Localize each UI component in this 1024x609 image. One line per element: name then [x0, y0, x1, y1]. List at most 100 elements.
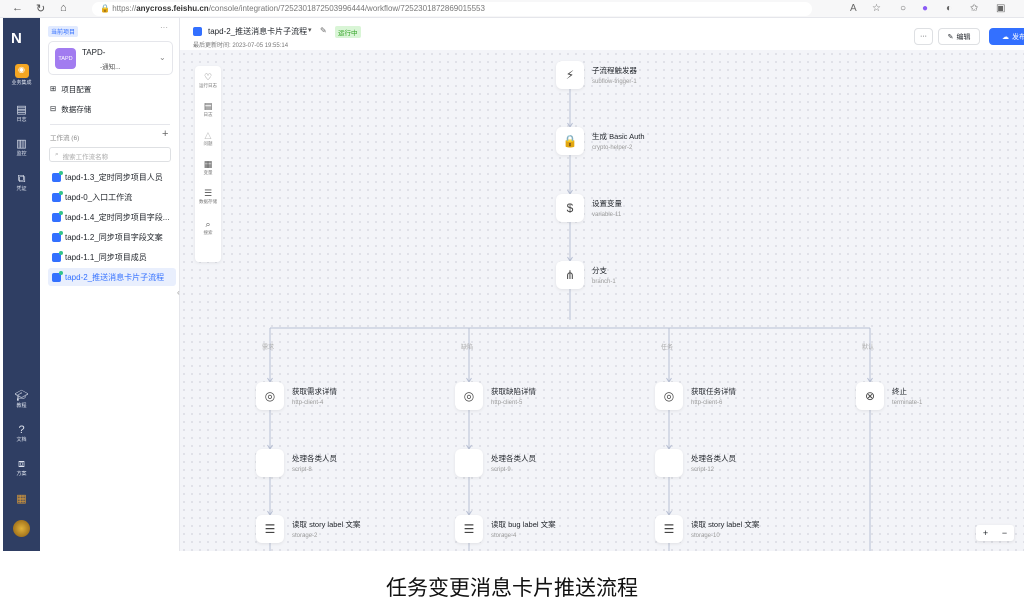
- log-icon: ▤: [203, 101, 213, 111]
- search-icon: ⌕: [205, 219, 211, 229]
- node-id: http-client-4: [292, 400, 324, 406]
- collections-icon[interactable]: ▣: [996, 3, 1006, 14]
- rail-item-monitor[interactable]: ▥监控: [3, 138, 40, 157]
- extension-icon[interactable]: ○: [900, 3, 907, 14]
- shield-icon: ♡: [203, 72, 213, 82]
- project-name: TAPD-: [82, 48, 106, 57]
- globe-icon: ◎: [455, 382, 483, 410]
- url-domain: anycross.feishu.cn: [136, 4, 209, 13]
- node-title: 读取 story label 文案: [292, 520, 361, 529]
- tool-label: 运行日志: [199, 83, 217, 88]
- home-icon[interactable]: ⌂: [60, 2, 67, 14]
- title-dropdown-icon[interactable]: ▾: [308, 27, 312, 34]
- browser-essentials-icon[interactable]: ◐: [946, 3, 953, 14]
- rail-item-log[interactable]: ▤日志: [3, 104, 40, 123]
- rail-item-credential[interactable]: ⧉凭证: [3, 173, 40, 192]
- zoom-out-button[interactable]: −: [1001, 528, 1008, 538]
- node-id: crypto-helper-2: [592, 145, 633, 151]
- database-icon: ☰: [655, 515, 683, 543]
- workflow-item[interactable]: tapd-1.2_同步项目字段文案: [48, 228, 176, 246]
- rail-label: 业务集成: [11, 80, 32, 86]
- solution-icon: ⧈: [18, 458, 25, 470]
- tool-search[interactable]: ⌕搜索: [195, 219, 221, 236]
- chart-icon: ▥: [16, 138, 27, 150]
- box-icon: ◉: [14, 64, 29, 78]
- workflow-item-active[interactable]: tapd-2_推送消息卡片子流程: [48, 268, 176, 286]
- workflow-icon: [52, 190, 63, 202]
- tool-run-log[interactable]: ♡运行日志: [195, 72, 221, 89]
- reload-icon[interactable]: ↻: [36, 3, 46, 15]
- node-id: variable-11: [592, 212, 622, 218]
- more-icon[interactable]: ···: [160, 23, 168, 32]
- add-workflow-button[interactable]: +: [162, 128, 169, 140]
- workflow-icon: [52, 250, 63, 262]
- storage-icon: ⊟: [50, 104, 57, 113]
- rail-label: 日志: [16, 117, 27, 123]
- favorite-icon[interactable]: ☆: [872, 3, 881, 14]
- workflow-item[interactable]: tapd-1.3_定时同步项目人员: [48, 168, 176, 186]
- workflow-title[interactable]: tapd-2_推送消息卡片子流程: [208, 27, 308, 36]
- code-icon: [256, 449, 284, 477]
- project-selector[interactable]: TAPD TAPD- -通知... ⌄: [48, 41, 173, 75]
- rail-item-docs[interactable]: ?文档: [3, 424, 40, 443]
- nav-rail: N ◉业务集成 ▤日志 ▥监控 ⧉凭证 🎓︎教程 ?文档 ⧈方案 ▦: [3, 18, 40, 551]
- tool-variables[interactable]: ▦变量: [195, 159, 221, 176]
- node-id: storage-2: [292, 533, 318, 539]
- copilot-icon[interactable]: ●: [922, 3, 929, 14]
- workflow-icon: [52, 230, 63, 242]
- lightning-icon: ⚡: [556, 61, 584, 89]
- tool-data-storage[interactable]: ☰数据存储: [195, 188, 221, 205]
- rail-item-solution[interactable]: ⧈方案: [3, 458, 40, 477]
- node-title: 获取缺陷详情: [491, 387, 536, 396]
- workflow-item[interactable]: tapd-1.4_定时同步项目字段...: [48, 208, 176, 226]
- project-panel: 当前项目 ··· TAPD TAPD- -通知... ⌄ ⊞项目配置 ⊟数据存储…: [40, 18, 180, 551]
- zoom-in-button[interactable]: +: [982, 528, 989, 538]
- workflow-item[interactable]: tapd-0_入口工作流: [48, 188, 176, 206]
- edit-button[interactable]: ✎编辑: [938, 28, 980, 45]
- collapse-panel-icon[interactable]: ‹: [177, 288, 180, 297]
- database-icon: ☰: [256, 515, 284, 543]
- menu-project-config[interactable]: ⊞项目配置: [50, 84, 91, 95]
- menu-data-storage[interactable]: ⊟数据存储: [50, 104, 91, 115]
- node-title: 读取 story label 文案: [691, 520, 760, 529]
- read-aloud-icon[interactable]: A: [850, 3, 857, 14]
- address-bar[interactable]: 🔒 https://anycross.feishu.cn/console/int…: [92, 2, 812, 16]
- workflow-header: tapd-2_推送消息卡片子流程 ▾ ✎ 运行中 最后更新时间: 2023-07…: [180, 18, 1024, 50]
- workflow-search-input[interactable]: ⌕搜索工作流名称: [49, 147, 171, 162]
- favorites-bar-icon[interactable]: ✩: [970, 3, 979, 14]
- edit-name-icon[interactable]: ✎: [320, 26, 327, 35]
- publish-button[interactable]: ☁发布: [989, 28, 1024, 45]
- tool-issues[interactable]: △问题: [195, 130, 221, 147]
- node-title: 终止: [892, 387, 907, 396]
- more-button[interactable]: ···: [914, 28, 933, 45]
- warning-icon: △: [204, 130, 212, 140]
- workflow-item[interactable]: tapd-1.1_同步项目成员: [48, 248, 176, 266]
- node-id: subflow-trigger-1: [592, 79, 637, 85]
- back-icon[interactable]: ←: [12, 2, 23, 14]
- apps-grid-icon[interactable]: ▦: [16, 493, 27, 505]
- rail-label: 监控: [16, 151, 27, 157]
- node-id: terminate-1: [892, 400, 923, 406]
- flow-node[interactable]: ☰ 读取 story label 文案 storage-2: [256, 515, 360, 543]
- rail-item-tutorial[interactable]: 🎓︎教程: [3, 390, 40, 409]
- workflow-label: tapd-1.3_定时同步项目人员: [65, 172, 163, 182]
- tool-log[interactable]: ▤日志: [195, 101, 221, 118]
- rail-item-integration[interactable]: ◉ 业务集成: [3, 64, 40, 86]
- avatar[interactable]: [13, 520, 30, 537]
- workflow-icon: [52, 170, 63, 182]
- search-icon: ⌕: [55, 151, 59, 158]
